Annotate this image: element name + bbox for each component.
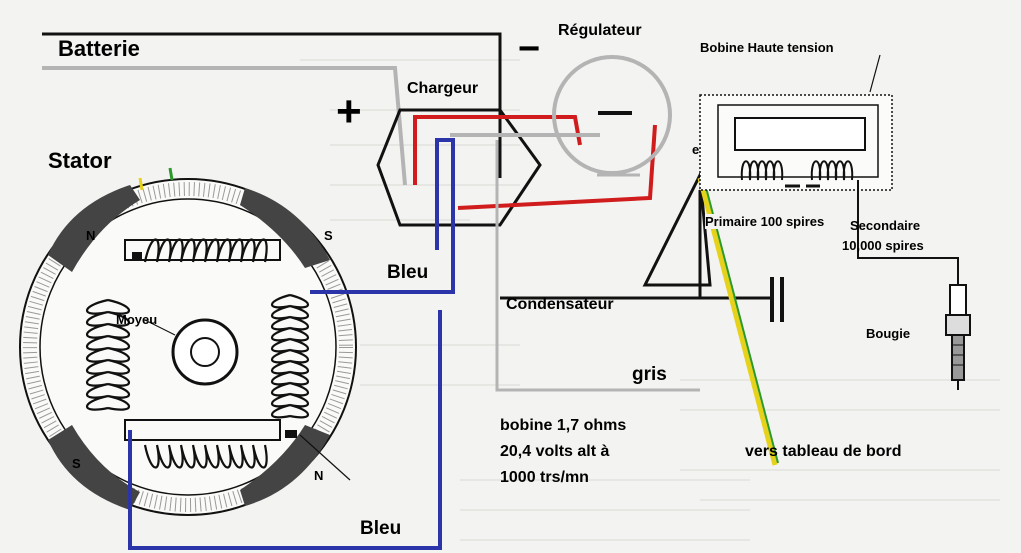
- regulateur-circle: [552, 55, 672, 175]
- chargeur-label: Chargeur: [407, 80, 479, 97]
- stator-stipple: [23, 182, 353, 512]
- plus-symbol: +: [336, 87, 362, 136]
- bobine-line2: 20,4 volts alt à: [500, 443, 610, 460]
- bobine-ht-label: Bobine Haute tension: [700, 40, 834, 55]
- terminal-top-left: [132, 252, 142, 260]
- stator-inner-ring: [39, 198, 337, 496]
- bougie-label: Bougie: [866, 326, 911, 341]
- bleu-top-label: Bleu: [387, 262, 429, 283]
- primary-coil: [740, 160, 784, 181]
- batterie-label: Batterie: [58, 36, 140, 61]
- regulateur-label: Régulateur: [558, 22, 642, 39]
- wire-battery-gray: [42, 66, 407, 186]
- moyeu-label: Moyeu: [116, 312, 158, 327]
- coil-top: [143, 238, 268, 263]
- pole-se: [240, 425, 330, 506]
- coil-left: [86, 298, 130, 411]
- bobine-ht-leader: [869, 54, 881, 93]
- points-triangle: [642, 169, 712, 287]
- primaire-label: Primaire 100 spires: [705, 214, 825, 229]
- wire-blue-top: [310, 138, 455, 294]
- pole-ne: [240, 188, 330, 268]
- minus-symbol: −: [518, 28, 541, 70]
- moyeu-leader: [144, 319, 176, 336]
- bleu-bottom-label: Bleu: [360, 518, 402, 539]
- green-mark: [168, 167, 174, 181]
- bougie-spark-plug: [945, 284, 971, 390]
- wire-red-right: [457, 124, 657, 210]
- terminal-bottom-right: [285, 430, 297, 438]
- wire-red-top: [413, 115, 582, 185]
- pole-s-bottom-left: S: [72, 456, 81, 471]
- pole-n-top-left: N: [86, 228, 96, 243]
- vers-tableau-label: vers tableau de bord: [745, 443, 902, 460]
- bottom-leader: [299, 434, 351, 481]
- stator-label: Stator: [48, 148, 112, 173]
- bobine-line1: bobine 1,7 ohms: [500, 417, 627, 434]
- bobine-line3: 1000 trs/mn: [500, 469, 589, 486]
- pole-nw: [48, 185, 140, 272]
- wire-battery-black: [42, 32, 502, 178]
- secondaire-spires-label: 10,000 spires: [842, 238, 924, 253]
- ht-lead: [857, 180, 959, 285]
- wire-blue-bottom: [128, 310, 442, 550]
- background-texture: [300, 59, 1000, 541]
- stator: [19, 167, 357, 516]
- pole-n-bottom-right: N: [314, 468, 324, 483]
- wire-gray-vertical: [495, 140, 700, 392]
- bobine-ht: [699, 54, 959, 285]
- secondaire-label: Secondaire: [850, 218, 921, 233]
- yellow-mark: [138, 177, 144, 191]
- pole-s-top-right: S: [324, 228, 333, 243]
- gris-label: gris: [632, 364, 667, 385]
- condensateur-label: Condensateur: [506, 296, 614, 313]
- e-terminal-label: e: [692, 142, 700, 157]
- hub-inner: [190, 337, 220, 367]
- coil-right: [270, 293, 310, 419]
- core-bottom: [124, 419, 281, 441]
- pole-sw: [48, 425, 140, 510]
- chargeur-hexagon: [376, 108, 542, 227]
- secondary-coil: [810, 160, 854, 181]
- coil-bottom: [143, 444, 268, 469]
